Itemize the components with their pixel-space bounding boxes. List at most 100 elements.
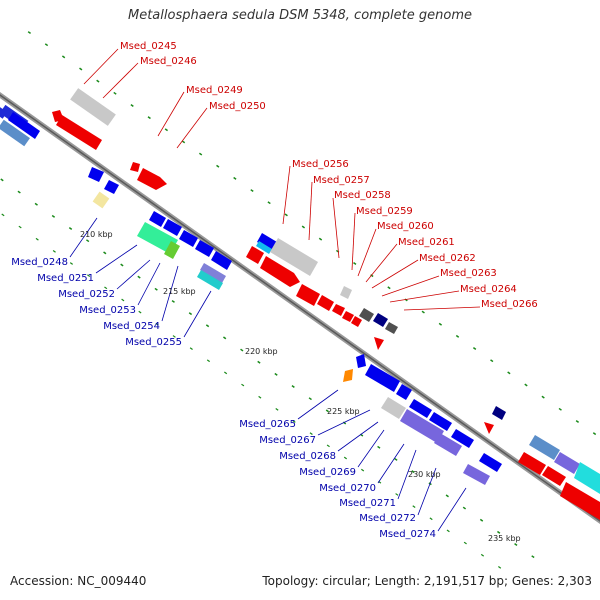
gene-feature[interactable] bbox=[400, 409, 444, 443]
gene-feature[interactable] bbox=[317, 295, 334, 311]
tick-mark bbox=[130, 103, 134, 107]
gene-feature[interactable] bbox=[554, 452, 580, 474]
gene-feature[interactable] bbox=[560, 482, 600, 520]
gene-feature[interactable] bbox=[200, 263, 226, 283]
gene-label[interactable]: Msed_0248 bbox=[11, 257, 68, 268]
gene-feature[interactable] bbox=[492, 406, 506, 420]
gene-feature[interactable] bbox=[256, 241, 272, 254]
gene-label[interactable]: Msed_0254 bbox=[103, 321, 160, 332]
gene-label[interactable]: Msed_0251 bbox=[37, 273, 94, 284]
gene-feature[interactable] bbox=[246, 246, 264, 264]
tick-mark bbox=[241, 383, 245, 387]
gene-feature[interactable] bbox=[365, 364, 400, 392]
gene-label[interactable]: Msed_0274 bbox=[379, 529, 436, 540]
gene-feature[interactable] bbox=[518, 452, 546, 475]
gene-label[interactable]: Msed_0256 bbox=[292, 159, 349, 170]
tick-mark bbox=[113, 91, 117, 95]
gene-feature[interactable] bbox=[70, 88, 116, 126]
gene-feature[interactable] bbox=[270, 238, 318, 276]
gene-label[interactable]: Msed_0255 bbox=[125, 337, 182, 348]
gene-feature[interactable] bbox=[374, 337, 384, 350]
gene-feature[interactable] bbox=[381, 397, 406, 419]
gene-feature[interactable] bbox=[211, 251, 232, 270]
tick-mark bbox=[498, 566, 502, 569]
gene-label[interactable]: Msed_0246 bbox=[140, 56, 197, 67]
scale-label: 210 kbp bbox=[80, 230, 113, 239]
gene-feature[interactable] bbox=[479, 453, 502, 472]
gene-label[interactable]: Msed_0263 bbox=[440, 268, 497, 279]
gene-feature[interactable] bbox=[104, 180, 119, 194]
gene-feature[interactable] bbox=[343, 369, 353, 382]
gene-feature[interactable] bbox=[56, 115, 102, 150]
gene-feature[interactable] bbox=[195, 240, 214, 257]
gene-feature[interactable] bbox=[92, 191, 110, 209]
gene-feature[interactable] bbox=[356, 354, 366, 368]
gene-label[interactable]: Msed_0252 bbox=[58, 289, 115, 300]
gene-label[interactable]: Msed_0264 bbox=[460, 284, 517, 295]
gene-label[interactable]: Msed_0267 bbox=[259, 435, 316, 446]
gene-feature[interactable] bbox=[542, 466, 566, 486]
tick-mark bbox=[575, 419, 580, 423]
gene-feature[interactable] bbox=[137, 222, 178, 254]
gene-feature[interactable] bbox=[257, 233, 277, 251]
gene-feature[interactable] bbox=[88, 167, 104, 182]
gene-label[interactable]: Msed_0261 bbox=[398, 237, 455, 248]
gene-feature[interactable] bbox=[429, 412, 452, 431]
tick-mark bbox=[205, 324, 210, 328]
gene-feature[interactable] bbox=[130, 162, 140, 172]
gene-label[interactable]: Msed_0266 bbox=[481, 299, 538, 310]
gene-label[interactable]: Msed_0257 bbox=[313, 175, 370, 186]
tick-mark bbox=[155, 322, 159, 326]
gene-feature[interactable] bbox=[137, 168, 167, 190]
gene-feature[interactable] bbox=[351, 316, 362, 327]
gene-label[interactable]: Msed_0265 bbox=[239, 419, 296, 430]
gene-feature[interactable] bbox=[164, 241, 180, 259]
gene-feature[interactable] bbox=[296, 284, 320, 306]
gene-feature[interactable] bbox=[0, 119, 30, 147]
gene-feature[interactable] bbox=[463, 464, 490, 485]
tick-mark bbox=[79, 67, 83, 71]
tick-mark bbox=[479, 518, 484, 522]
leader-line bbox=[337, 421, 379, 452]
gene-label[interactable]: Msed_0269 bbox=[299, 467, 356, 478]
gene-feature[interactable] bbox=[332, 304, 345, 316]
tick-mark bbox=[480, 553, 485, 557]
tick-mark bbox=[233, 176, 237, 180]
gene-label[interactable]: Msed_0258 bbox=[334, 190, 391, 201]
gene-feature[interactable] bbox=[359, 308, 374, 322]
gene-feature[interactable] bbox=[260, 256, 300, 287]
gene-feature[interactable] bbox=[163, 219, 182, 236]
tick-mark bbox=[171, 299, 175, 303]
tick-mark bbox=[206, 359, 211, 363]
gene-label[interactable]: Msed_0270 bbox=[319, 483, 376, 494]
gene-feature[interactable] bbox=[179, 230, 198, 247]
gene-label[interactable]: Msed_0259 bbox=[356, 206, 413, 217]
tick-mark bbox=[103, 251, 107, 255]
gene-label[interactable]: Msed_0271 bbox=[339, 498, 396, 509]
gene-label[interactable]: Msed_0245 bbox=[120, 41, 177, 52]
gene-label[interactable]: Msed_0262 bbox=[419, 253, 476, 264]
gene-feature[interactable] bbox=[385, 322, 398, 334]
gene-feature[interactable] bbox=[373, 313, 388, 327]
gene-label[interactable]: Msed_0253 bbox=[79, 305, 136, 316]
gene-label[interactable]: Msed_0250 bbox=[209, 101, 266, 112]
gene-feature[interactable] bbox=[8, 112, 40, 139]
gene-feature[interactable] bbox=[149, 211, 166, 227]
gene-label[interactable]: Msed_0260 bbox=[377, 221, 434, 232]
gene-feature[interactable] bbox=[529, 435, 560, 460]
gene-label[interactable]: Msed_0272 bbox=[359, 513, 416, 524]
gene-feature[interactable] bbox=[574, 462, 600, 494]
gene-feature[interactable] bbox=[0, 105, 8, 119]
gene-feature[interactable] bbox=[434, 433, 462, 456]
gene-feature[interactable] bbox=[340, 286, 352, 299]
tick-mark bbox=[531, 555, 535, 559]
gene-feature[interactable] bbox=[409, 399, 432, 418]
gene-feature[interactable] bbox=[451, 429, 474, 448]
gene-feature[interactable] bbox=[342, 311, 354, 322]
leader-line bbox=[137, 262, 161, 306]
gene-label[interactable]: Msed_0268 bbox=[279, 451, 336, 462]
gene-label[interactable]: Msed_0249 bbox=[186, 85, 243, 96]
gene-feature[interactable] bbox=[396, 384, 412, 400]
gene-feature[interactable] bbox=[197, 270, 223, 290]
gene-feature[interactable] bbox=[484, 422, 494, 434]
